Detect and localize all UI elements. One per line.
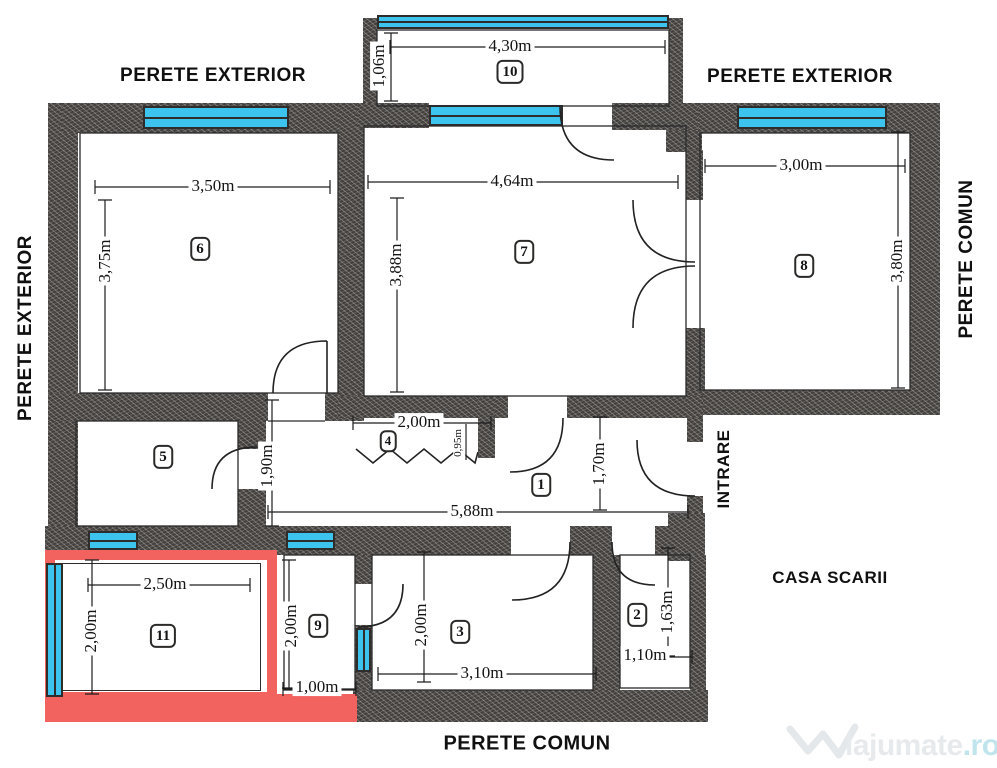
room-number-6: 6	[190, 236, 210, 262]
room-number-3: 3	[450, 619, 470, 645]
room-number-8: 8	[794, 253, 814, 279]
wall-segment	[655, 526, 705, 555]
wall-segment	[686, 150, 703, 200]
dim-room4-depth: 0,95m	[452, 428, 465, 458]
wall-segment	[338, 103, 364, 395]
window-room8	[737, 106, 887, 129]
wall-segment	[690, 555, 706, 700]
dim-room11-depth: 2,00m	[81, 606, 100, 656]
wall-segment	[570, 526, 612, 555]
dim-room8-width: 3,00m	[776, 156, 826, 174]
dim-room7-depth: 3,88m	[386, 240, 405, 290]
window-room11-left	[46, 563, 63, 697]
dim-room10-depth: 1,06m	[369, 41, 388, 91]
window-room6	[143, 106, 289, 129]
wall-segment	[355, 555, 372, 584]
wall-segment	[357, 103, 429, 128]
accordion-door-room4	[355, 447, 479, 465]
dim-room4-width: 2,00m	[394, 413, 444, 431]
lajumate-logo-icon	[786, 723, 859, 759]
room-number-2: 2	[627, 602, 647, 628]
dim-room3-width: 3,10m	[457, 664, 507, 682]
dim-room10-width: 4,30m	[485, 37, 535, 55]
wall-segment	[669, 18, 683, 105]
label-intrare: INTRARE	[714, 429, 733, 509]
door-arcs	[211, 105, 696, 628]
wall-segment	[353, 690, 708, 722]
dim-hall-depth: 1,70m	[589, 439, 608, 489]
door-arc-entrance	[636, 439, 696, 497]
dim-room9-width: 1,00m	[292, 678, 342, 696]
window-room9-top	[286, 531, 335, 550]
window-room7	[429, 105, 563, 126]
wall-segment	[48, 103, 78, 535]
door-arc-room8-bottom	[632, 265, 696, 329]
door-arc-room2	[611, 541, 656, 586]
wall-segment	[687, 496, 703, 518]
room-number-7: 7	[514, 239, 534, 265]
door-arc-room3	[511, 541, 571, 601]
dim-room7-width: 4,64m	[487, 172, 537, 190]
wall-segment	[910, 103, 940, 415]
door-arc-room5	[211, 446, 258, 490]
window-balcony-top	[377, 15, 669, 29]
dim-room5-side: 1,90m	[257, 441, 276, 491]
dim-room9-depth: 2,00m	[281, 601, 300, 651]
door-arc-balcony	[559, 105, 615, 161]
dim-room2-depth: 1,63m	[657, 587, 676, 637]
highlight-room11-band	[45, 694, 357, 722]
window-room3-side	[356, 628, 371, 672]
dim-room6-depth: 3,75m	[95, 236, 114, 286]
door-arc-room6	[272, 340, 328, 394]
room-number-4: 4	[379, 430, 397, 452]
wall-segment	[567, 396, 703, 418]
watermark: lajumate.ro	[845, 729, 997, 763]
room-number-10: 10	[496, 59, 524, 85]
wall-segment	[687, 418, 703, 442]
wall-segment	[478, 398, 495, 458]
label-perete-comun-bottom: PERETE COMUN	[443, 732, 611, 755]
dim-room6-width: 3,50m	[188, 177, 238, 195]
dim-room8-depth: 3,80m	[887, 236, 906, 286]
door-arc-room9	[357, 583, 404, 628]
dim-room2-width: 1,10m	[620, 646, 670, 664]
label-perete-exterior-left: PERETE EXTERIOR	[15, 235, 36, 421]
door-arc-hall	[509, 417, 564, 473]
room-number-5: 5	[153, 444, 173, 470]
wall-segment	[48, 393, 268, 421]
label-perete-comun-right: PERETE COMUN	[956, 179, 977, 339]
watermark-name: lajumate	[845, 729, 963, 762]
room-number-11: 11	[149, 623, 177, 649]
room-number-9: 9	[308, 613, 328, 639]
wall-segment	[686, 390, 940, 415]
room-number-1: 1	[531, 472, 551, 498]
label-perete-exterior-top-right: PERETE EXTERIOR	[707, 66, 893, 87]
dim-hall-width: 5,88m	[447, 502, 497, 520]
dim-room11-width: 2,50m	[140, 575, 190, 593]
dim-room3-depth: 2,00m	[411, 600, 430, 650]
label-perete-exterior-top-left: PERETE EXTERIOR	[120, 65, 306, 86]
wall-segment	[666, 130, 702, 152]
door-arc-room8-top	[632, 199, 696, 263]
label-casa-scarii: CASA SCARII	[772, 568, 888, 587]
room-outlines	[75, 29, 911, 691]
wall-segment	[338, 396, 508, 418]
wall-segment	[238, 393, 266, 449]
window-room11-top	[88, 531, 138, 550]
watermark-tld: .ro	[962, 729, 997, 762]
wall-segment	[593, 555, 620, 700]
